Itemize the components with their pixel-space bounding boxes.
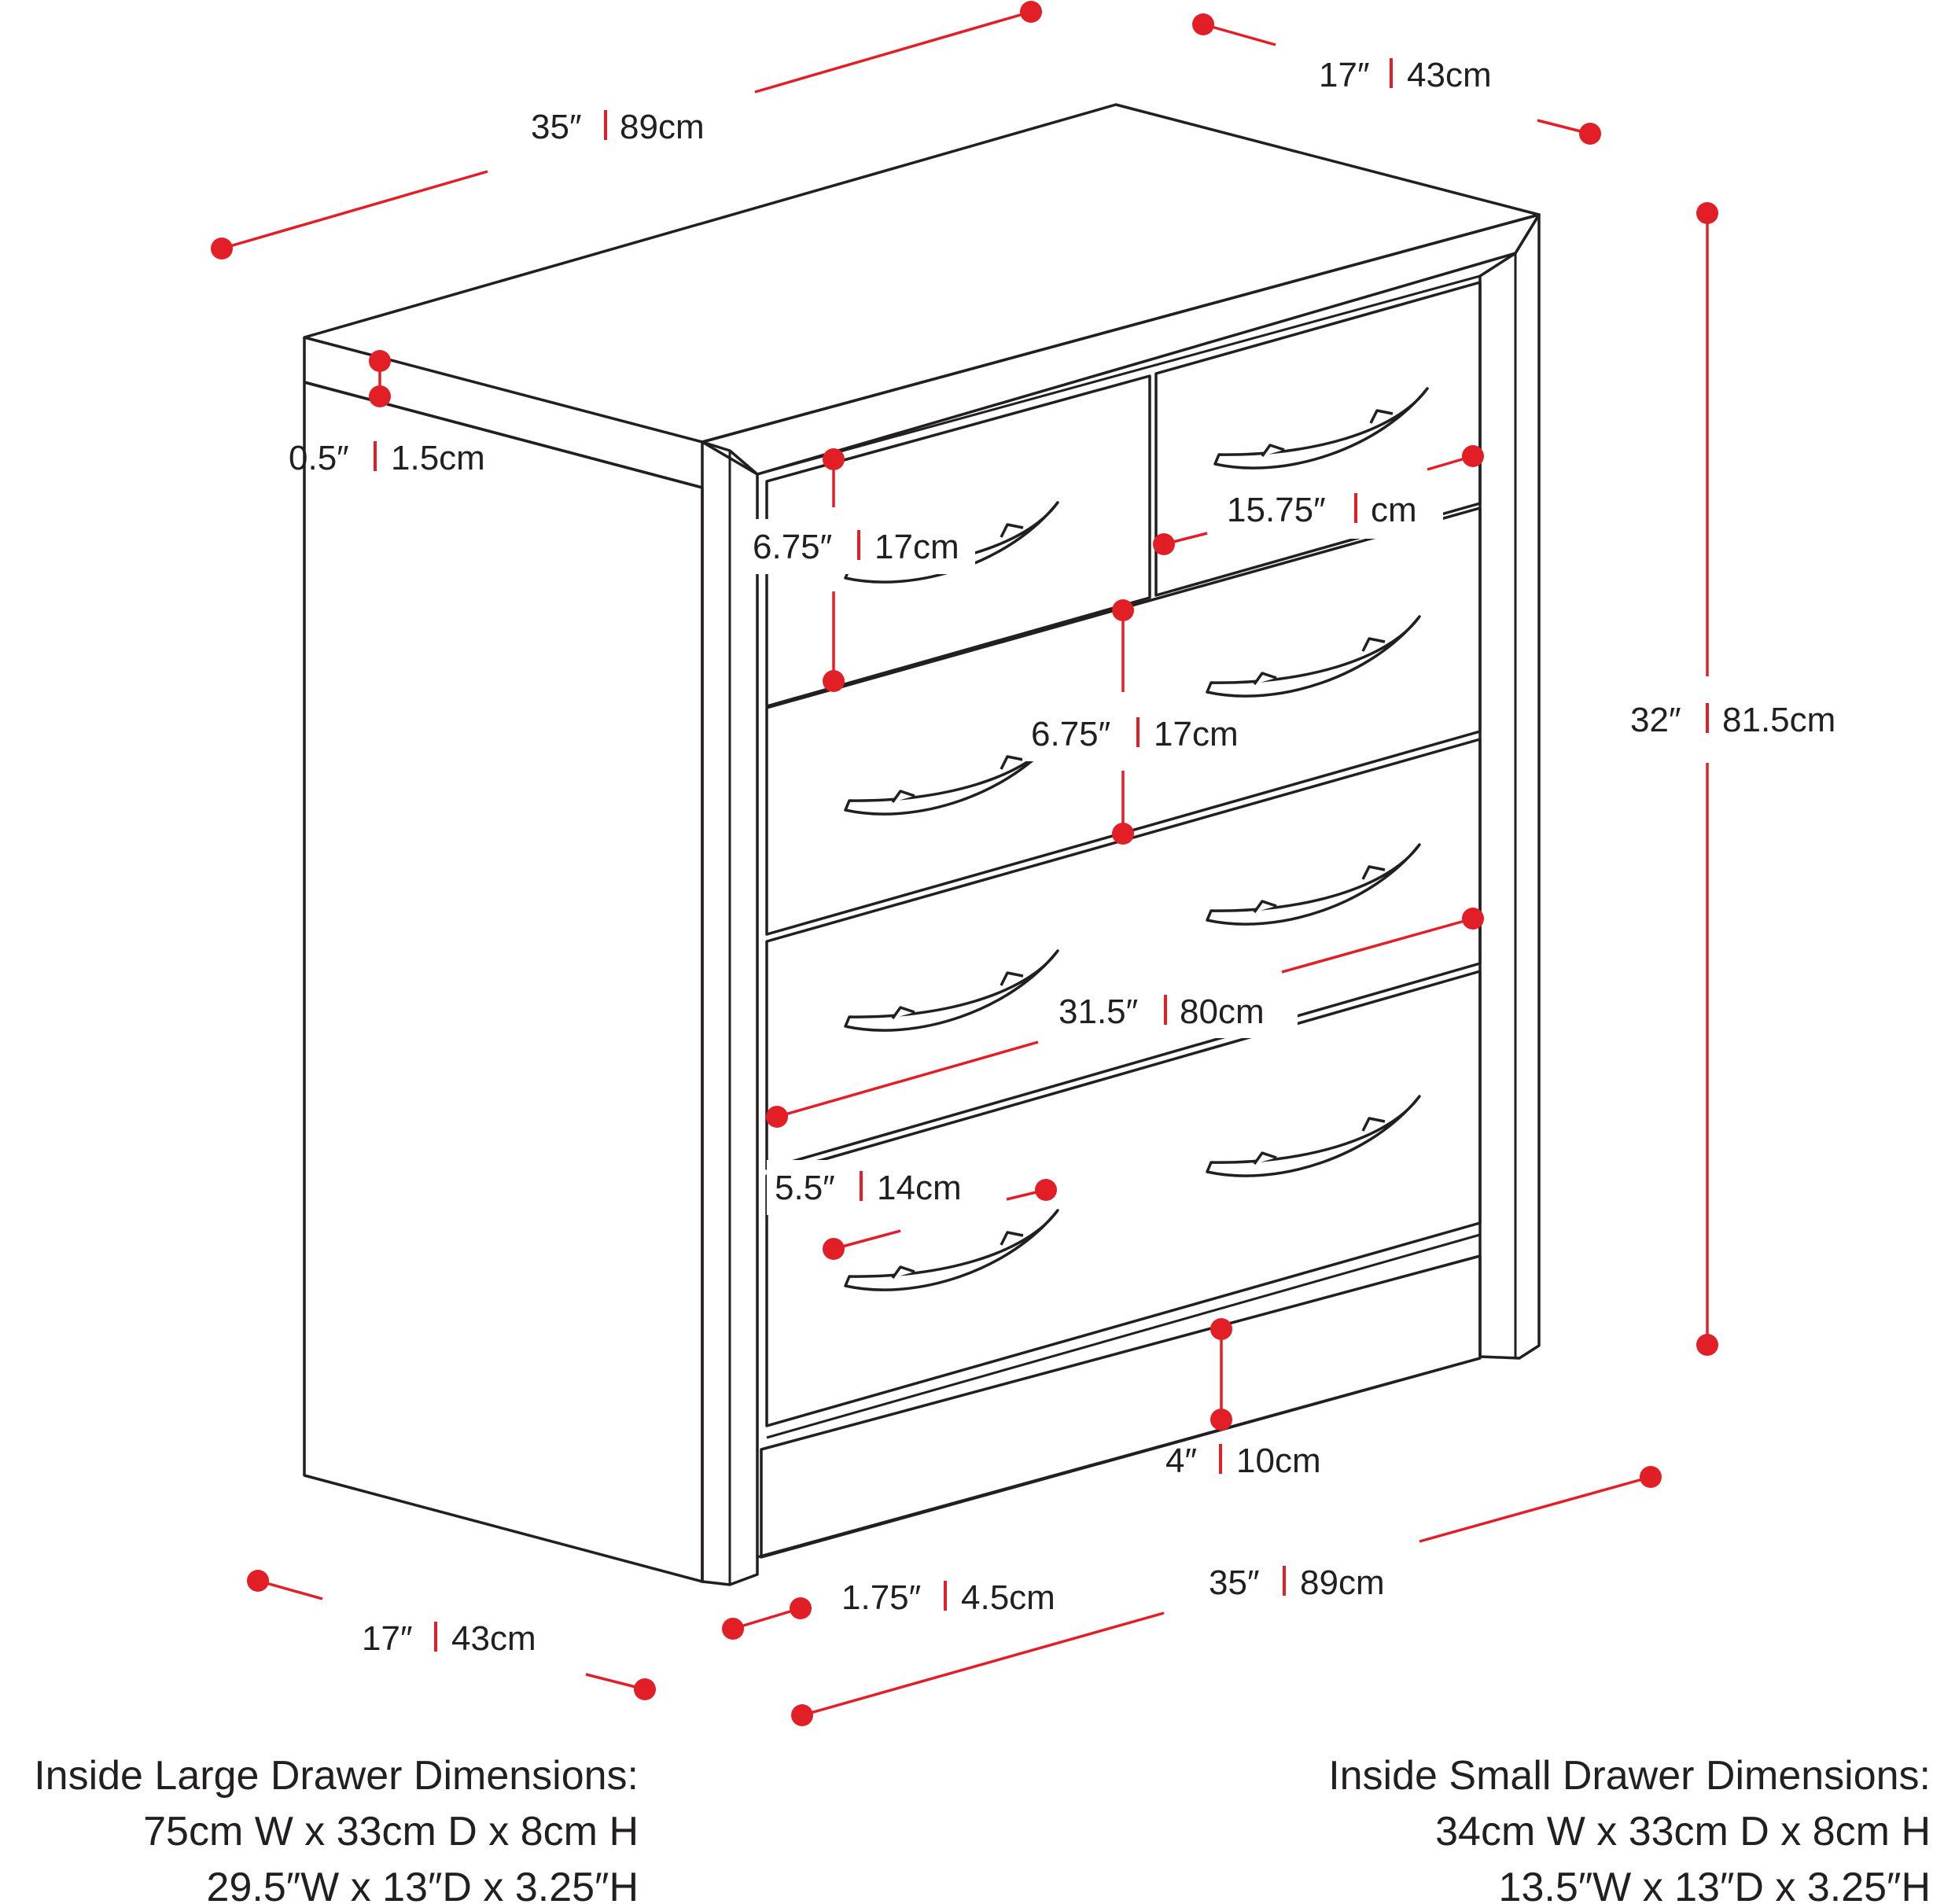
label-bottom-depth: 17″ [362, 1619, 413, 1658]
label-top-depth: 17″ [1319, 56, 1370, 94]
svg-text:43cm: 43cm [451, 1619, 536, 1658]
label-bottom-width: 35″ [1209, 1563, 1260, 1602]
svg-text:6.75″: 6.75″ [1031, 715, 1110, 753]
svg-text:6.75″: 6.75″ [753, 528, 832, 566]
dresser-base-kickboard [760, 1254, 1482, 1559]
drawer-handle [1206, 1095, 1421, 1177]
inside-large-title: Inside Large Drawer Dimensions: [34, 1753, 639, 1799]
drawer-second [765, 506, 1482, 936]
label-base-height-cm: 10cm [1236, 1442, 1321, 1480]
label-large-drawer-height: 6.75″ [1031, 715, 1110, 753]
drawer-third [765, 738, 1482, 1170]
svg-text:5.5″: 5.5″ [775, 1169, 835, 1207]
dresser-front-right-post [1478, 213, 1541, 1360]
svg-text:4″: 4″ [1165, 1442, 1197, 1480]
label-large-drawer-height-cm: 17cm [1154, 715, 1239, 753]
drawer-handle [1213, 387, 1429, 470]
label-base-height: 4″ [1165, 1442, 1197, 1480]
svg-text:14cm: 14cm [877, 1169, 962, 1207]
svg-text:43cm: 43cm [1407, 56, 1492, 94]
label-drawer-width: 31.5″ [1059, 993, 1138, 1031]
drawer-top-right [1154, 281, 1482, 597]
dresser-top-rail [701, 213, 1541, 476]
label-side-thickness-cm: 4.5cm [961, 1578, 1055, 1617]
drawer-handle [844, 949, 1059, 1032]
svg-text:17cm: 17cm [874, 528, 959, 566]
dimension-lines [211, 1, 1718, 1726]
drawer-handle [1206, 615, 1421, 698]
svg-text:32″: 32″ [1630, 701, 1681, 739]
svg-text:89cm: 89cm [1300, 1563, 1385, 1602]
label-top-width: 35″ [531, 108, 582, 146]
label-small-drawer-height-cm: 17cm [874, 528, 959, 566]
svg-text:1.75″: 1.75″ [841, 1578, 921, 1617]
inside-small-metric: 34cm W x 33cm D x 8cm H [1435, 1809, 1931, 1854]
label-bottom-width-cm: 89cm [1300, 1563, 1385, 1602]
label-top-depth-cm: 43cm [1407, 56, 1492, 94]
drawer-top-left [765, 374, 1151, 708]
label-bottom-drawer-height-cm: 14cm [877, 1169, 962, 1207]
inside-large-metric: 75cm W x 33cm D x 8cm H [143, 1809, 639, 1854]
inside-large-imperial: 29.5″W x 13″D x 3.25″H [207, 1865, 639, 1904]
svg-text:80cm: 80cm [1180, 993, 1265, 1031]
drawer-handle [1206, 843, 1421, 926]
drawer-handle [844, 1209, 1059, 1291]
label-bottom-drawer-height: 5.5″ [775, 1169, 835, 1207]
label-bottom-depth-cm: 43cm [451, 1619, 536, 1658]
svg-text:89cm: 89cm [620, 108, 705, 146]
label-top-thickness: 0.5″ [289, 439, 349, 477]
label-overall-height-cm: 81.5cm [1722, 701, 1835, 739]
inside-small-imperial: 13.5″W x 13″D x 3.25″H [1499, 1865, 1931, 1904]
dimension-labels: 35″ 89cm 17″ 43cm 0.5″ 1.5cm 6.75″ 17cm … [289, 56, 1835, 1658]
dresser-top-surface [303, 103, 1541, 444]
label-drawer-width-cm: 80cm [1180, 993, 1265, 1031]
label-small-drawer-width-cm: cm [1371, 491, 1417, 529]
svg-text:1.5cm: 1.5cm [391, 439, 485, 477]
svg-text:10cm: 10cm [1236, 1442, 1321, 1480]
label-small-drawer-height: 6.75″ [753, 528, 832, 566]
svg-text:31.5″: 31.5″ [1059, 993, 1138, 1031]
svg-text:15.75″: 15.75″ [1227, 491, 1326, 529]
svg-text:0.5″: 0.5″ [289, 439, 349, 477]
label-overall-height: 32″ [1630, 701, 1681, 739]
drawer-bottom [765, 970, 1482, 1427]
dresser-outline [303, 103, 1541, 1586]
svg-text:17cm: 17cm [1154, 715, 1239, 753]
inside-large-drawer-note: Inside Large Drawer Dimensions: 75cm W x… [34, 1753, 639, 1904]
svg-text:cm: cm [1371, 491, 1417, 529]
label-side-thickness: 1.75″ [841, 1578, 921, 1617]
inside-small-title: Inside Small Drawer Dimensions: [1328, 1753, 1931, 1799]
dresser-top-edge [303, 337, 703, 489]
inside-small-drawer-note: Inside Small Drawer Dimensions: 34cm W x… [1328, 1753, 1931, 1904]
label-top-width-cm: 89cm [620, 108, 705, 146]
svg-text:4.5cm: 4.5cm [961, 1578, 1055, 1617]
dresser-side-panel [303, 381, 704, 1583]
svg-text:81.5cm: 81.5cm [1722, 701, 1835, 739]
svg-text:17″: 17″ [362, 1619, 413, 1658]
svg-text:17″: 17″ [1319, 56, 1370, 94]
svg-text:35″: 35″ [1209, 1563, 1260, 1602]
label-small-drawer-width: 15.75″ [1227, 491, 1326, 529]
label-top-thickness-cm: 1.5cm [391, 439, 485, 477]
